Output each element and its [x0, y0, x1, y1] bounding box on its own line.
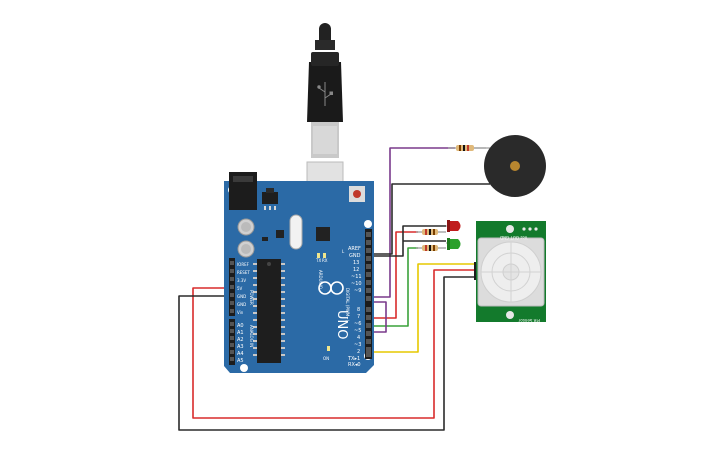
arduino-uno-board[interactable]: ARDUINO UNO DIGITAL (PWM~) POWER ANALOG …: [224, 172, 374, 373]
wire-green-led: [370, 247, 418, 327]
power-pin-labels: IOREF RESET 3.3V 5V GND GND Vin: [237, 262, 250, 315]
pin-label: IOREF: [237, 262, 250, 267]
resistor-green-led[interactable]: [416, 245, 446, 251]
pir-sensor-label: PIR Sensor: [518, 318, 540, 323]
pin-label: ~6: [354, 321, 361, 327]
pin-label: A2: [237, 337, 244, 343]
rx-label: RX: [322, 258, 328, 263]
power-section-label: POWER: [249, 290, 254, 305]
pin-label: Vin: [237, 310, 244, 315]
wire-purple-pin3: [370, 301, 387, 333]
pin-label: GND: [237, 294, 246, 299]
pin-label: 4: [357, 335, 360, 341]
analog-pin-labels: A0 A1 A2 A3 A4 A5: [237, 323, 244, 364]
pin-label: 13: [353, 260, 359, 266]
board-brand-text: ARDUINO: [318, 270, 323, 289]
pir-pin-labels: Vcc OUT GND: [500, 235, 527, 240]
pin-label: 7: [357, 314, 360, 320]
wire-black-gnd: [178, 276, 474, 431]
wire-yellow-pir-out: [370, 263, 474, 353]
wire-black-buzzer-gnd: [370, 183, 490, 255]
pin-label: 3.3V: [237, 278, 246, 283]
pin-label: ~5: [354, 328, 361, 334]
digital-pin-labels: AREF GND 13 12 ~11 ~10 ~9 8 7 ~6 ~5 4 ~3…: [347, 246, 362, 368]
pin-label: A0: [237, 323, 244, 329]
wire-red-5v: [192, 269, 474, 419]
power-header: [229, 258, 235, 316]
pin-label: GND: [237, 302, 246, 307]
piezo-buzzer-icon[interactable]: [474, 135, 546, 197]
on-label: ON: [323, 356, 329, 361]
pin-label: 8: [357, 307, 360, 313]
l-label: L: [342, 249, 345, 254]
pin-label: ~9: [354, 288, 361, 294]
pin-label: ~10: [351, 281, 362, 287]
board-model-text: UNO: [334, 310, 349, 339]
pin-label: 5V: [237, 286, 243, 291]
digital-header: [365, 229, 372, 359]
pin-label: AREF: [348, 246, 361, 252]
pin-label: A3: [237, 344, 244, 350]
wire-red-led: [370, 231, 418, 319]
pin-label: 2: [357, 349, 360, 355]
pin-label: RESET: [237, 270, 250, 275]
pin-label: 12: [353, 267, 359, 273]
pin-label: A4: [237, 351, 244, 357]
pin-label: GND: [349, 253, 361, 259]
usb-cable-icon: [306, 23, 344, 208]
led-red[interactable]: [446, 220, 461, 232]
analog-header: [229, 319, 235, 365]
pin-label: A5: [237, 358, 244, 364]
pin-label: RX◂0: [348, 362, 361, 368]
analog-section-label: ANALOG IN: [249, 325, 254, 347]
pin-label: ~11: [351, 274, 362, 280]
arduino-infinity-logo-icon: [318, 281, 344, 295]
tx-label: TX: [315, 258, 321, 263]
digital-section-label: DIGITAL (PWM~): [345, 288, 350, 322]
wire-purple-pin9: [370, 147, 455, 298]
pin-label: TX▸1: [347, 356, 360, 362]
pin-label: ~3: [354, 342, 361, 348]
led-green[interactable]: [446, 238, 461, 250]
resistor-red-led[interactable]: [416, 229, 446, 235]
pin-label: A1: [237, 330, 244, 336]
pir-dome-icon: [477, 237, 545, 307]
wires: [178, 147, 490, 431]
pir-sensor[interactable]: Vcc OUT GND PIR Sensor: [474, 221, 546, 323]
